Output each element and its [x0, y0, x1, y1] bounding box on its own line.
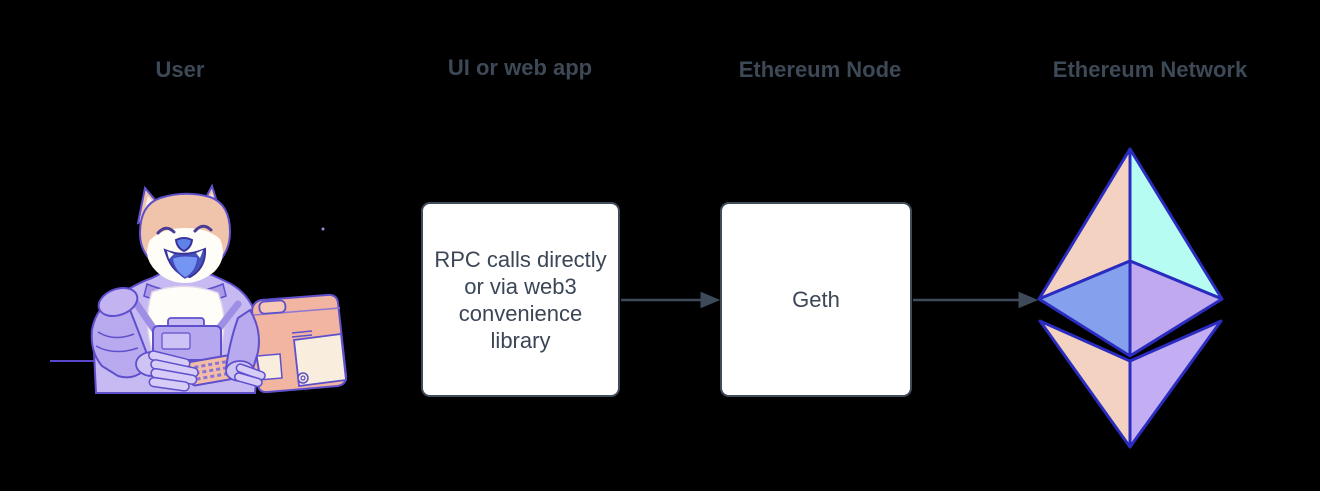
computer-handle [258, 299, 287, 315]
doge-tongue [171, 254, 199, 279]
keyboard-icon [187, 349, 261, 387]
column-label-webapp: UI or web app [447, 55, 593, 80]
doge-left-arm [90, 286, 199, 392]
doge-right-arm [224, 308, 266, 388]
computer-vent [291, 334, 313, 338]
doge-right-ear [197, 183, 224, 220]
geth-box-text: Geth [792, 287, 840, 312]
eth-facet-bottom-left [1038, 319, 1132, 449]
eth-facet-belt-left [1037, 259, 1132, 358]
eth-facet-top-right [1128, 147, 1224, 301]
eth-facet-bottom-right [1128, 319, 1223, 449]
computer-port [297, 372, 309, 384]
flow-arrow-webapp-to-node [621, 291, 721, 309]
doge-nose [174, 237, 194, 253]
column-label-user: User [155, 57, 205, 82]
computer-icon [250, 293, 348, 394]
doge-left-ear [136, 185, 169, 225]
rpc-calls-box: RPC calls directly or via web3 convenien… [421, 202, 620, 397]
speck-dot [321, 227, 325, 231]
doge-glove [135, 351, 169, 377]
column-label-node: Ethereum Node [738, 57, 902, 82]
column-label-network: Ethereum Network [1052, 57, 1248, 82]
ethereum-logo-icon [1037, 147, 1224, 449]
eth-facet-belt-right [1128, 259, 1224, 358]
doge-astronaut-illustration [50, 183, 348, 394]
doge-chest-fur [146, 285, 225, 379]
doge-shoulder-pad [97, 286, 139, 318]
doge-suit [92, 269, 261, 394]
doge-head [136, 183, 232, 283]
rpc-calls-box-text: RPC calls directly or via web3 convenien… [434, 246, 607, 353]
computer-label [256, 353, 283, 381]
doge-left-eye [156, 226, 176, 235]
doge-chest-pack [132, 299, 242, 383]
doge-mouth [163, 247, 207, 279]
geth-box: Geth [720, 202, 912, 397]
doge-right-eye [193, 224, 213, 233]
computer-side-panel [293, 332, 347, 388]
flow-arrow-node-to-network [913, 291, 1039, 309]
eth-facet-top-left [1037, 147, 1132, 301]
doge-muzzle [147, 228, 223, 283]
computer-vent [291, 330, 313, 334]
